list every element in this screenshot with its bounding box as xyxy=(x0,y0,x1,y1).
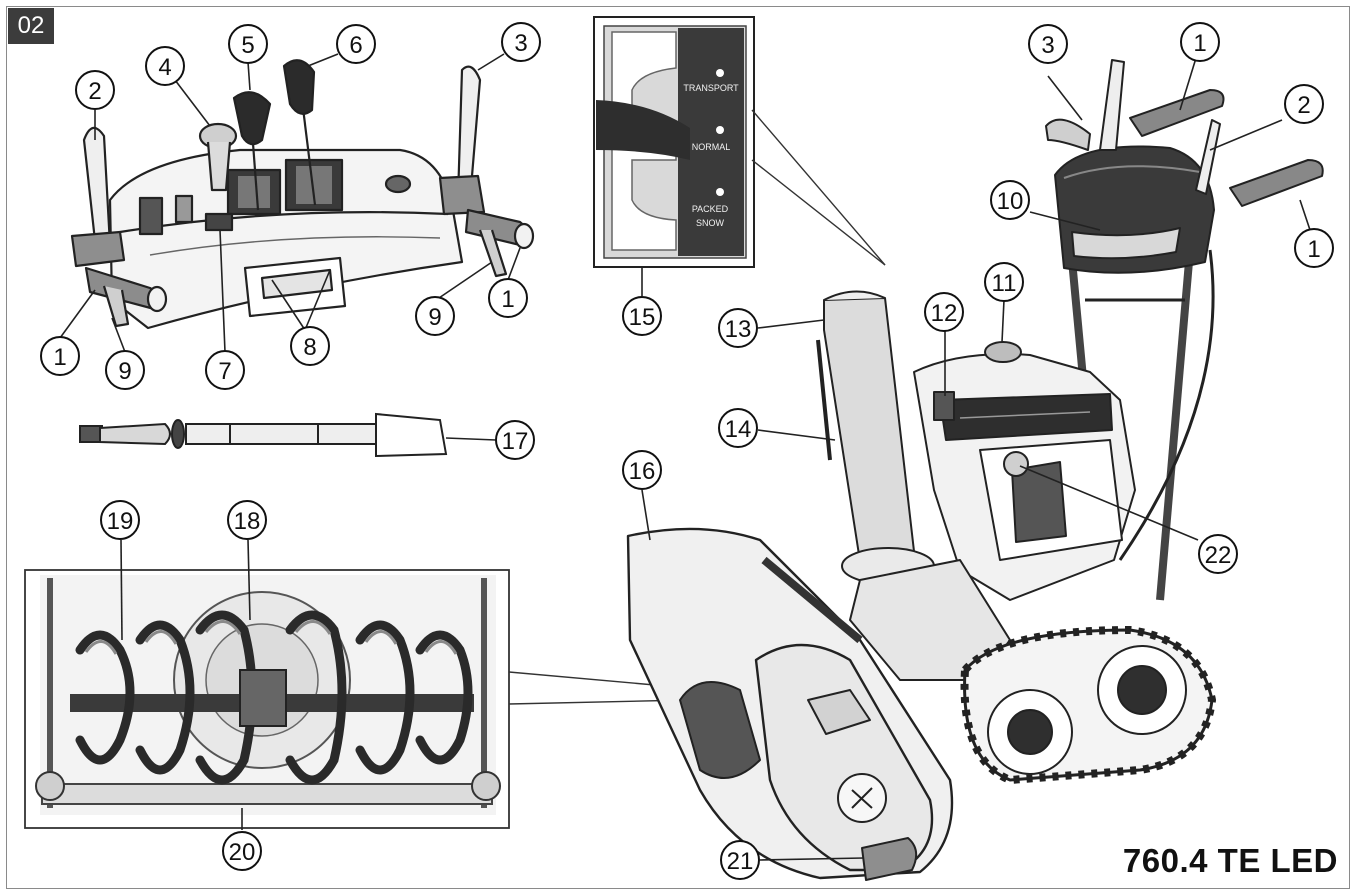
svg-text:15: 15 xyxy=(629,304,656,331)
callout-4: 4 xyxy=(145,46,185,86)
svg-text:11: 11 xyxy=(992,270,1017,297)
svg-text:16: 16 xyxy=(629,458,656,485)
callout-1-left: 1 xyxy=(40,336,80,376)
callout-6: 6 xyxy=(336,24,376,64)
svg-text:19: 19 xyxy=(107,508,134,535)
svg-text:1: 1 xyxy=(53,344,66,371)
callout-3-right: 3 xyxy=(1028,24,1068,64)
indicator-label-packed: PACKED xyxy=(692,204,729,214)
callout-10: 10 xyxy=(990,180,1030,220)
snow-blower-drawing xyxy=(626,59,1324,881)
svg-text:12: 12 xyxy=(931,300,958,327)
callout-1-far-right: 1 xyxy=(1294,228,1334,268)
callout-11: 11 xyxy=(984,262,1024,302)
callout-2-right: 2 xyxy=(1284,84,1324,124)
svg-text:7: 7 xyxy=(218,358,231,385)
callout-14: 14 xyxy=(718,408,758,448)
indicator-label-transport: TRANSPORT xyxy=(683,83,739,93)
callout-7: 7 xyxy=(205,350,245,390)
svg-text:9: 9 xyxy=(428,304,441,331)
svg-text:1: 1 xyxy=(1193,30,1206,57)
callout-1-top-right: 1 xyxy=(1180,22,1220,62)
svg-text:4: 4 xyxy=(158,54,171,81)
callout-21: 21 xyxy=(720,840,760,880)
svg-text:14: 14 xyxy=(725,416,752,443)
svg-text:5: 5 xyxy=(241,32,254,59)
model-name-label: 760.4 TE LED xyxy=(1122,842,1338,879)
callout-19: 19 xyxy=(100,500,140,540)
callout-8: 8 xyxy=(290,326,330,366)
callout-18: 18 xyxy=(227,500,267,540)
callout-15: 15 xyxy=(622,296,662,336)
callout-9-right: 9 xyxy=(415,296,455,336)
svg-text:8: 8 xyxy=(303,334,316,361)
svg-text:2: 2 xyxy=(88,78,101,105)
svg-text:10: 10 xyxy=(997,188,1024,215)
svg-text:13: 13 xyxy=(725,316,752,343)
callout-20: 20 xyxy=(222,831,262,871)
indicator-label-normal: NORMAL xyxy=(692,142,731,152)
auger-detail-drawing xyxy=(24,569,689,829)
callout-leader-lines xyxy=(59,53,1311,861)
svg-text:21: 21 xyxy=(727,848,754,875)
svg-text:9: 9 xyxy=(118,358,131,385)
callout-3-left: 3 xyxy=(501,22,541,62)
callout-12: 12 xyxy=(924,292,964,332)
svg-text:1: 1 xyxy=(1307,236,1320,263)
svg-text:2: 2 xyxy=(1297,92,1310,119)
svg-text:17: 17 xyxy=(502,428,529,455)
callout-13: 13 xyxy=(718,308,758,348)
svg-text:6: 6 xyxy=(349,32,362,59)
cleaning-tool-drawing xyxy=(79,412,448,458)
indicator-label-snow: SNOW xyxy=(696,218,725,228)
svg-text:3: 3 xyxy=(1041,32,1054,59)
figure-number-badge: 02 xyxy=(8,8,54,44)
control-panel-drawing xyxy=(70,59,535,330)
svg-text:18: 18 xyxy=(234,508,261,535)
callout-2-left: 2 xyxy=(75,70,115,110)
figure-frame xyxy=(6,6,1350,889)
chute-indicator-drawing: TRANSPORT NORMAL PACKED SNOW xyxy=(593,16,886,268)
callout-5: 5 xyxy=(228,24,268,64)
callout-markers: 1 2 9 4 5 6 7 xyxy=(40,22,1334,880)
svg-text:22: 22 xyxy=(1205,542,1232,569)
svg-text:20: 20 xyxy=(229,839,256,866)
callout-22: 22 xyxy=(1198,534,1238,574)
callout-1-right: 1 xyxy=(488,278,528,318)
callout-17: 17 xyxy=(495,420,535,460)
callout-16: 16 xyxy=(622,450,662,490)
svg-text:3: 3 xyxy=(514,30,527,57)
callout-9-left: 9 xyxy=(105,350,145,390)
svg-text:1: 1 xyxy=(501,286,514,313)
